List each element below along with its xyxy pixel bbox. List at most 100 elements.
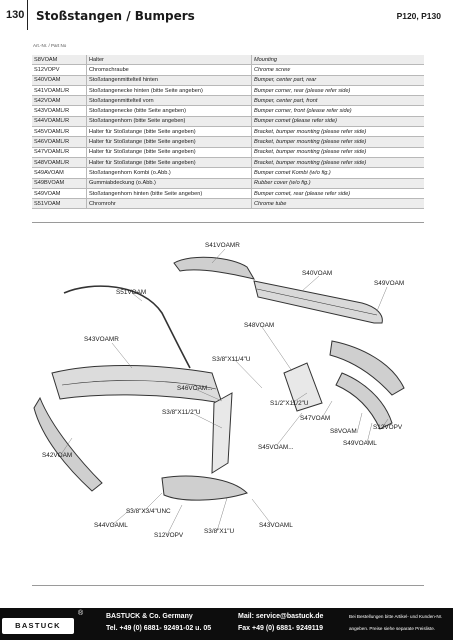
label-s12vopv-bottom: S12VOPV bbox=[154, 532, 184, 539]
part-number-cell: S43VOAML/R bbox=[32, 105, 87, 117]
part-number-cell: S49BVOAM bbox=[32, 178, 87, 189]
part-number-cell: S47VOAML/R bbox=[32, 147, 87, 158]
front-comet bbox=[161, 475, 248, 501]
german-description-cell: Stoßstangenhorn hinten (bitte Seite ange… bbox=[86, 188, 252, 200]
german-description-cell: Halter für Stoßstange (bitte Seite angeb… bbox=[86, 157, 252, 169]
english-description-cell: Bumper, center part, rear bbox=[251, 75, 424, 86]
german-description-cell: Chromrohr bbox=[86, 198, 252, 210]
german-description-cell: Halter für Stoßstange (bitte Seite angeb… bbox=[86, 126, 252, 138]
part-number-cell: S8VOAM bbox=[32, 55, 87, 66]
footer-fax: Fax +49 (0) 6881- 9249119 bbox=[238, 625, 324, 632]
bumper-drawing: S41VOAMR S40VOAM S49VOAM S51VOAM S48VOAM… bbox=[33, 242, 405, 539]
german-description-cell: Stoßstangenmittelteil vorn bbox=[86, 95, 252, 107]
table-caption: Art.-Nr. / Part No bbox=[33, 43, 67, 48]
label-bolt-3-8x1-1-4: S3/8"X11/4"U bbox=[212, 356, 251, 363]
part-number-cell: S44VOAML/R bbox=[32, 116, 87, 128]
footer-company: BASTUCK & Co. Germany bbox=[106, 613, 193, 620]
english-description-cell: Chrome tube bbox=[251, 198, 424, 210]
bumper-bracket-right bbox=[283, 362, 323, 412]
label-s41voamr: S41VOAMR bbox=[205, 242, 240, 249]
english-description-cell: Bumper comet, rear (please refer side) bbox=[251, 188, 424, 200]
english-description-cell: Bumper corner, rear (please refer side) bbox=[251, 85, 424, 97]
part-number-cell: S12VOPV bbox=[32, 64, 87, 76]
english-description-cell: Bumper comet Kombi (w/o fig.) bbox=[251, 167, 424, 179]
part-number-cell: S40VOAM bbox=[32, 75, 87, 86]
german-description-cell: Halter für Stoßstange (bitte Seite angeb… bbox=[86, 147, 252, 158]
footer-telephone: Tel. +49 (0) 6881- 92491-02 u. 05 bbox=[106, 625, 212, 632]
german-description-cell: Halter bbox=[86, 55, 252, 66]
part-number-cell: S49AVOAM bbox=[32, 167, 87, 179]
footer-order-note-line1: Bei Bestellungen bitte Artikel- und Kund… bbox=[349, 614, 443, 619]
part-number-cell: S46VOAML/R bbox=[32, 136, 87, 148]
english-description-cell: Bumper comet (please refer side) bbox=[251, 116, 424, 128]
label-bolt-3-8x1-1-2: S3/8"X11/2"U bbox=[162, 409, 201, 416]
label-s47voam: S47VOAM bbox=[300, 415, 330, 422]
footer-order-note-line2: angeben. Preise siehe separate Preislist… bbox=[349, 626, 436, 631]
label-s42voam: S42VOAM bbox=[42, 452, 72, 459]
front-corner-right bbox=[335, 372, 393, 430]
part-number-cell: S48VOAML/R bbox=[32, 157, 87, 169]
part-number-cell: S49VOAM bbox=[32, 188, 87, 200]
label-s49voam: S49VOAM bbox=[374, 280, 404, 287]
bastuck-logo: BASTUCK bbox=[2, 618, 74, 634]
registered-mark: ® bbox=[78, 610, 84, 617]
bumper-bracket-left bbox=[211, 392, 233, 474]
label-s40voam: S40VOAM bbox=[302, 270, 332, 277]
english-description-cell: Bracket, bumper mounting (please refer s… bbox=[251, 157, 424, 169]
label-s8voam: S8VOAM bbox=[330, 428, 357, 435]
footer-email: Mail: service@bastuck.de bbox=[238, 613, 324, 620]
label-s12vopv-right: S12VOPV bbox=[373, 424, 403, 431]
rear-corner-right bbox=[329, 340, 405, 396]
label-s44voaml: S44VOAML bbox=[94, 522, 128, 529]
part-number-cell: S42VOAM bbox=[32, 95, 87, 107]
label-s45voam: S45VOAM... bbox=[258, 444, 294, 451]
german-description-cell: Gummiabdeckung (o.Abb.) bbox=[86, 178, 252, 189]
german-description-cell: Chromschraube bbox=[86, 64, 252, 76]
english-description-cell: Mounting bbox=[251, 55, 424, 66]
english-description-cell: Rubber cover (w/o fig.) bbox=[251, 178, 424, 189]
label-bolt-3-8x1: S3/8"X1"U bbox=[204, 528, 235, 535]
label-bolt-1-2x1-1-2: S1/2"X11/2"U bbox=[270, 400, 309, 407]
english-description-cell: Chrome screw bbox=[251, 64, 424, 76]
label-s51voam: S51VOAM bbox=[116, 289, 146, 296]
part-number-cell: S51VOAM bbox=[32, 198, 87, 210]
page-footer: BASTUCK ® BASTUCK & Co. Germany Tel. +49… bbox=[0, 608, 453, 640]
english-description-cell: Bracket, bumper mounting (please refer s… bbox=[251, 147, 424, 158]
german-description-cell: Stoßstangenmittelteil hinten bbox=[86, 75, 252, 86]
english-description-cell: Bracket, bumper mounting (please refer s… bbox=[251, 136, 424, 148]
label-s43voaml: S43VOAML bbox=[259, 522, 293, 529]
front-corner-left bbox=[33, 396, 103, 492]
model-range: P120, P130 bbox=[396, 11, 441, 21]
header-divider bbox=[27, 0, 28, 30]
part-number-cell: S45VOAML/R bbox=[32, 126, 87, 138]
part-number-cell: S41VOAML/R bbox=[32, 85, 87, 97]
german-description-cell: Stoßstangenecke (bitte Seite angeben) bbox=[86, 105, 252, 117]
label-s48voam: S48VOAM bbox=[244, 322, 274, 329]
english-description-cell: Bumper corner, front (please refer side) bbox=[251, 105, 424, 117]
page-title: Stoßstangen / Bumpers bbox=[36, 9, 195, 23]
chrome-tube bbox=[63, 285, 191, 369]
page-header: 130 Stoßstangen / Bumpers P120, P130 bbox=[0, 0, 453, 30]
label-s49voaml: S49VOAML bbox=[343, 440, 377, 447]
label-s46voam: S46VOAM... bbox=[177, 385, 213, 392]
german-description-cell: Stoßstangenhorn Kombi (o.Abb.) bbox=[86, 167, 252, 179]
label-bolt-3-8x3-4-unc: S3/8"X3/4"UNC bbox=[126, 508, 171, 515]
label-s43voamr: S43VOAMR bbox=[84, 336, 119, 343]
rear-comet-left bbox=[173, 256, 256, 280]
english-description-cell: Bracket, bumper mounting (please refer s… bbox=[251, 126, 424, 138]
